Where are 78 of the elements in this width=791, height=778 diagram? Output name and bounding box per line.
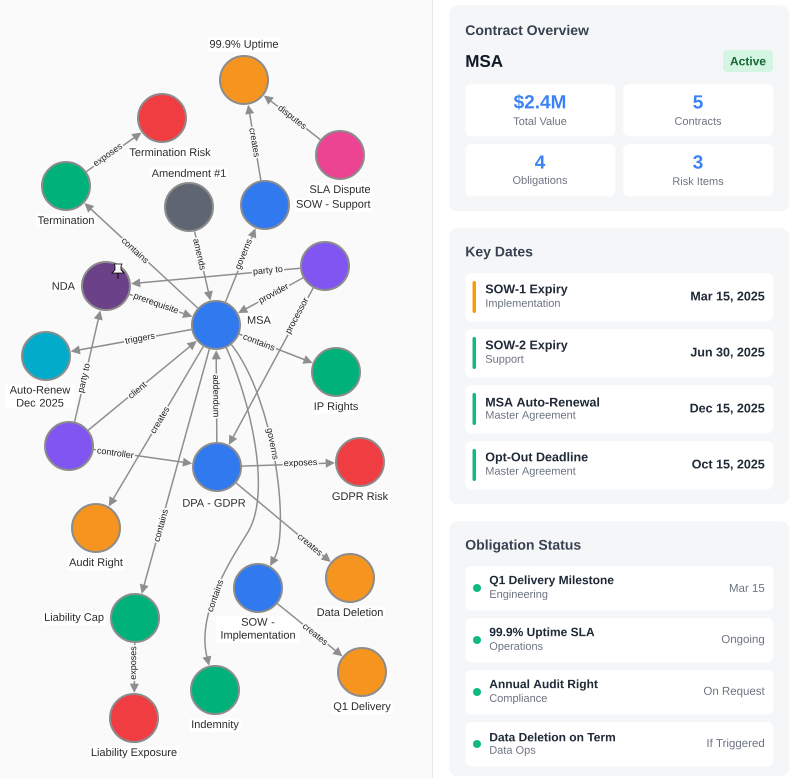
edge-label: exposes	[282, 458, 319, 470]
graph-node: Audit Right	[67, 503, 125, 570]
graph-node: DPA - GDPR	[180, 442, 248, 509]
list-item: Opt-Out Deadline Master Agreement Oct 15, 2025	[465, 441, 774, 490]
node-label: 99.9% Uptime SLA	[490, 627, 594, 639]
node-label: Mar 15	[730, 584, 764, 592]
list-item: Q1 Delivery Milestone Engineering Mar 15	[465, 566, 774, 610]
edge-label: triggers	[123, 330, 157, 348]
node-label: If Triggered	[707, 738, 764, 750]
node-label: Master Agreement	[486, 467, 576, 477]
node-label: Audit Right	[69, 558, 123, 568]
node-label: IP Rights	[314, 402, 358, 412]
node-label: Oct 15, 2025	[692, 460, 764, 470]
list-item: Data Deletion on Term Data Ops If Triggered	[465, 722, 774, 766]
node-label: Implementation	[486, 298, 560, 310]
stat-card: 4 Obligations	[465, 144, 616, 196]
node-label: Q1 Delivery	[334, 702, 391, 712]
list-item: SOW-2 Expiry Support Jun 30, 2025	[465, 329, 774, 378]
edge-label: governs	[263, 426, 280, 462]
edge-label: party to	[76, 361, 94, 396]
graph-node	[44, 421, 94, 471]
node-label: Data Ops	[490, 746, 536, 756]
node-label: Opt-Out Deadline	[486, 452, 588, 464]
node-label: SOW-1 Expiry	[486, 284, 568, 296]
graph-node: IP Rights	[311, 347, 361, 414]
list-item: SOW-1 Expiry Implementation Mar 15, 2025	[465, 273, 774, 322]
graph-node: Indemnity	[189, 665, 241, 732]
edge-label: party to	[251, 264, 285, 278]
edge-label: amends	[192, 236, 208, 272]
stat-card: 5 Contracts	[623, 84, 774, 136]
node-label: Amendment #1	[152, 168, 226, 177]
edge-label: contains	[204, 577, 226, 614]
node-label: Jun 30, 2025	[690, 348, 764, 358]
node-label: Termination	[38, 216, 94, 224]
node-label: Support	[486, 355, 524, 365]
graph-node: Q1 Delivery	[332, 647, 392, 714]
edge-label: controller	[95, 445, 136, 460]
node-label: 99.9% Uptime	[210, 40, 278, 50]
node-label: Q1 Delivery Milestone	[490, 575, 614, 587]
node-label: Auto-Renew Dec 2025	[10, 386, 70, 407]
list-item: MSA Auto-Renewal Master Agreement Dec 15, 2025	[465, 385, 774, 434]
node-label: Ongoing	[722, 634, 764, 646]
edge-label: contains	[152, 506, 170, 544]
node-label: On Request	[704, 686, 765, 698]
node-label: Liability Cap	[44, 612, 104, 624]
node-label: DPA - GDPR	[183, 499, 246, 507]
graph-node: Liability Cap	[42, 593, 160, 643]
node-label: Master Agreement	[486, 411, 576, 421]
node-label: Liability Exposure	[92, 748, 177, 758]
node-label: Operations	[490, 642, 543, 652]
graph-node	[300, 241, 350, 291]
status-badge: Active	[723, 50, 773, 72]
node-label: GDPR Risk	[332, 492, 388, 500]
node-label: SOW - Implementation	[221, 618, 295, 641]
node-label: SLA Dispute	[310, 185, 370, 196]
graph-node: Liability Exposure	[89, 693, 179, 760]
edge-label: creates	[248, 126, 262, 159]
list-item: Annual Audit Right Compliance On Request	[465, 670, 774, 714]
node-label: Mar 15, 2025	[691, 292, 764, 302]
node-label: MSA	[248, 316, 271, 324]
graph-node: Auto-Renew Dec 2025	[5, 331, 75, 408]
node-label: Termination Risk	[130, 148, 211, 156]
node-label: MSA Auto-Renewal	[486, 397, 600, 407]
node-label: Annual Audit Right	[490, 679, 598, 691]
node-label: Data Deletion on Term	[490, 732, 616, 742]
node-label: Indemnity	[192, 720, 239, 730]
node-label: Compliance	[490, 694, 547, 704]
node-label: SOW - Support	[296, 200, 370, 210]
node-label: SOW-2 Expiry	[486, 340, 568, 352]
graph-node: SLA Dispute	[308, 130, 372, 197]
node-label: Data Deletion	[318, 608, 383, 616]
graph-node: Amendment #1	[150, 167, 228, 232]
stat-card: $2.4M Total Value	[465, 84, 616, 136]
list-item: 99.9% Uptime SLA Operations Ongoing	[465, 618, 774, 662]
node-label: Dec 15, 2025	[690, 404, 764, 414]
stat-card: 3 Risk Items	[623, 144, 774, 196]
node-label: Engineering	[490, 590, 548, 600]
graph-node: GDPR Risk	[330, 437, 390, 502]
